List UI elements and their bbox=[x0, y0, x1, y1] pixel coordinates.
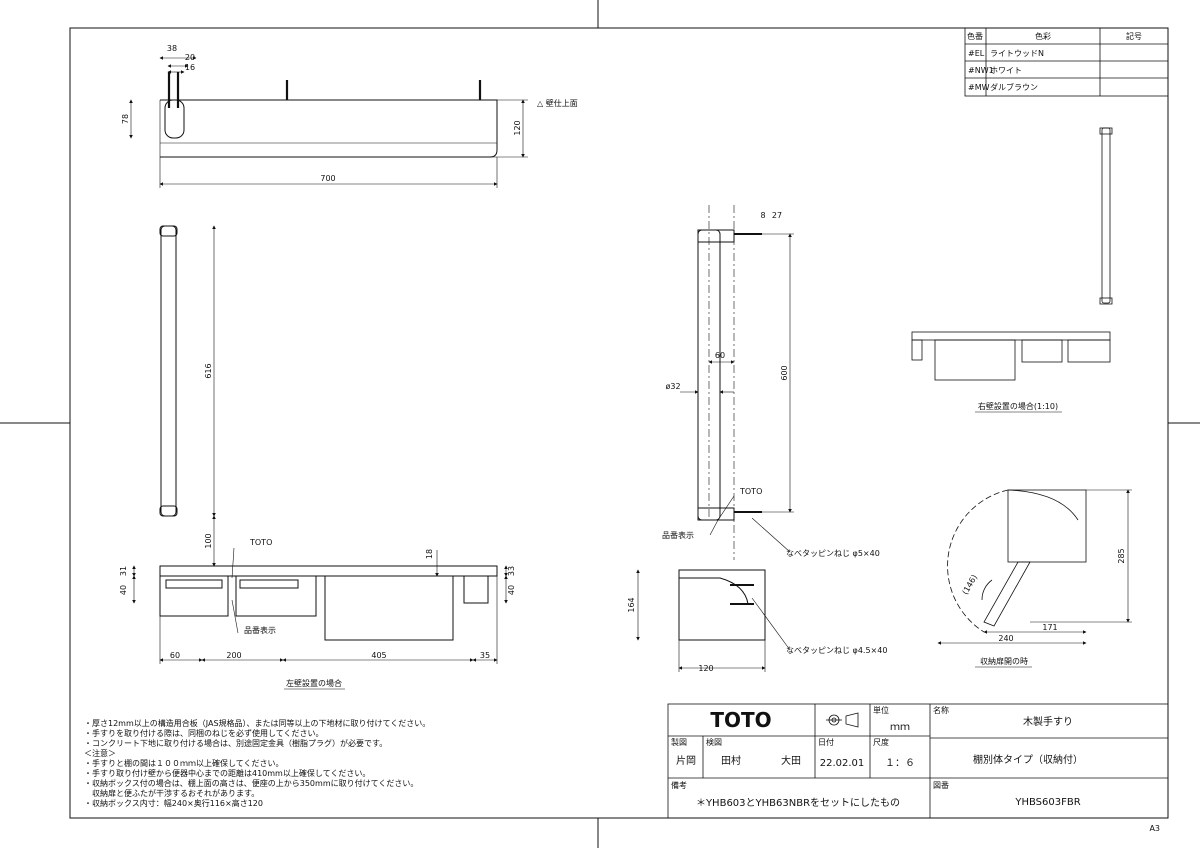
toto-mark-left: TOTO bbox=[249, 538, 272, 547]
note-line: ・手すりを取り付ける際は、同梱のねじを必ず使用してください。 bbox=[84, 728, 324, 738]
title-block: TOTO 単位 ｍｍ 名称 木製手すり 製図 片岡 検図 田村 大田 日付 22… bbox=[667, 703, 1169, 819]
note-line: ・コンクリート下地に取り付ける場合は、別途固定金具（樹脂プラグ）が必要です。 bbox=[84, 738, 387, 748]
dim-600: 600 bbox=[780, 365, 789, 380]
note-line: ＜注意＞ bbox=[84, 748, 116, 758]
dim-33: 33 bbox=[507, 566, 516, 576]
note-line: ・手すりと棚の間は１００ｍｍ以上確保してください。 bbox=[84, 758, 284, 768]
dim-120-side: 120 bbox=[698, 664, 713, 673]
color-table-header-code: 色番 bbox=[967, 31, 983, 41]
dim-146: (146) bbox=[961, 573, 980, 596]
front-shelf bbox=[159, 565, 498, 641]
note-line: ・厚さ12mm以上の構造用合板（JAS規格品）、または同等以上の下地材に取り付け… bbox=[84, 718, 430, 728]
name-value: 木製手すり bbox=[1023, 715, 1073, 728]
dim-31: 31 bbox=[119, 566, 128, 576]
dim-40-right: 40 bbox=[507, 585, 516, 595]
dim-phi32: ø32 bbox=[665, 382, 680, 391]
dim-8: 8 bbox=[760, 211, 765, 220]
name-label: 名称 bbox=[933, 705, 949, 715]
left-wall-title: 左壁設置の場合 bbox=[286, 678, 342, 688]
remarks-value: ＊YHB603とYHB63NBRをセットにしたもの bbox=[696, 797, 900, 809]
toto-logo: TOTO bbox=[710, 708, 771, 732]
drawn-value: 片岡 bbox=[676, 754, 696, 767]
right-wall-view bbox=[911, 127, 1113, 381]
dim-16: 16 bbox=[185, 63, 195, 72]
product-label-side: 品番表示 bbox=[662, 530, 694, 540]
color-table-header-color: 色彩 bbox=[1035, 31, 1051, 41]
color-code-nw1: #NW1 bbox=[968, 66, 994, 75]
storage-dimensions bbox=[937, 489, 1132, 645]
dim-200: 200 bbox=[226, 651, 241, 660]
dim-285: 285 bbox=[1117, 548, 1126, 563]
color-table: 色番 色彩 記号 #EL ライトウッドN #NW1 ホワイト #MW ダルブラウ… bbox=[964, 27, 1169, 97]
right-wall-title: 右壁設置の場合(1:10) bbox=[978, 401, 1058, 411]
note-line: ・収納ボックス内寸：幅240×奥行116×高さ120 bbox=[84, 798, 263, 808]
dim-38: 38 bbox=[167, 44, 177, 53]
screw-label-2: なべタッピンねじ φ4.5×40 bbox=[786, 646, 887, 655]
dim-120: 120 bbox=[513, 120, 522, 135]
side-view bbox=[678, 205, 766, 641]
front-view-dimensions bbox=[132, 225, 508, 664]
dim-20: 20 bbox=[185, 53, 195, 62]
dim-27: 27 bbox=[772, 211, 782, 220]
wall-finish-label: △ 壁仕上面 bbox=[537, 98, 578, 108]
product-label-left: 品番表示 bbox=[244, 625, 276, 635]
screw-label-1: なべタッピンねじ φ5×40 bbox=[786, 549, 880, 558]
drawing-no-value: YHBS603FBR bbox=[1014, 797, 1080, 808]
color-name-nw1: ホワイト bbox=[990, 66, 1022, 75]
dim-616: 616 bbox=[204, 363, 213, 378]
color-name-el: ライトウッドN bbox=[990, 49, 1044, 58]
dim-171: 171 bbox=[1042, 623, 1057, 632]
date-value: 22.02.01 bbox=[820, 758, 865, 769]
checked-label: 検図 bbox=[706, 737, 722, 747]
dim-60-bottom: 60 bbox=[170, 651, 180, 660]
front-handrail bbox=[159, 225, 178, 517]
projection-symbol-icon bbox=[826, 712, 859, 728]
color-table-header-symbol: 記号 bbox=[1126, 31, 1142, 41]
sheet-size: A3 bbox=[1149, 824, 1160, 833]
checked-value-1: 田村 bbox=[721, 754, 741, 767]
dim-18: 18 bbox=[425, 549, 434, 559]
color-code-mw: #MW bbox=[968, 83, 990, 92]
scale-value: １：６ bbox=[885, 758, 915, 769]
storage-open-title: 収納扉開の時 bbox=[980, 656, 1028, 666]
date-label: 日付 bbox=[818, 737, 834, 747]
dim-60-side: 60 bbox=[715, 351, 725, 360]
dim-164: 164 bbox=[627, 597, 636, 612]
top-view-shelf bbox=[159, 72, 498, 158]
color-code-el: #EL bbox=[968, 49, 985, 58]
note-line: ・収納ボックス付の場合は、棚上面の高さは、便座の上から350mmに取り付けてくだ… bbox=[84, 778, 418, 788]
dim-405: 405 bbox=[371, 651, 386, 660]
color-name-mw: ダルブラウン bbox=[990, 82, 1038, 92]
scale-label: 尺度 bbox=[873, 737, 889, 747]
top-view-dimensions bbox=[129, 56, 528, 188]
dim-700: 700 bbox=[320, 174, 335, 183]
side-view-dimensions bbox=[636, 233, 794, 672]
dim-240: 240 bbox=[998, 634, 1013, 643]
dim-40-left: 40 bbox=[119, 585, 128, 595]
unit-value: ｍｍ bbox=[890, 722, 910, 733]
storage-open-view bbox=[947, 489, 1087, 633]
unit-label: 単位 bbox=[873, 705, 889, 715]
subtitle: 棚別体タイプ（収納付） bbox=[973, 753, 1083, 766]
toto-mark-side: TOTO bbox=[739, 487, 762, 496]
remarks-label: 備考 bbox=[671, 780, 687, 790]
dim-100: 100 bbox=[204, 533, 213, 548]
note-line: ・手すり取り付け壁から便器中心までの距離は410mm以上確保してください。 bbox=[84, 768, 370, 778]
notes: ・厚さ12mm以上の構造用合板（JAS規格品）、または同等以上の下地材に取り付け… bbox=[84, 718, 430, 808]
note-line: 収納扉と便ふたが干渉するおそれがあります。 bbox=[84, 788, 259, 798]
drawing-no-label: 図番 bbox=[933, 780, 949, 790]
dim-78: 78 bbox=[121, 114, 130, 124]
dim-35: 35 bbox=[480, 651, 490, 660]
drawn-label: 製図 bbox=[671, 737, 687, 747]
checked-value-2: 大田 bbox=[781, 754, 801, 767]
